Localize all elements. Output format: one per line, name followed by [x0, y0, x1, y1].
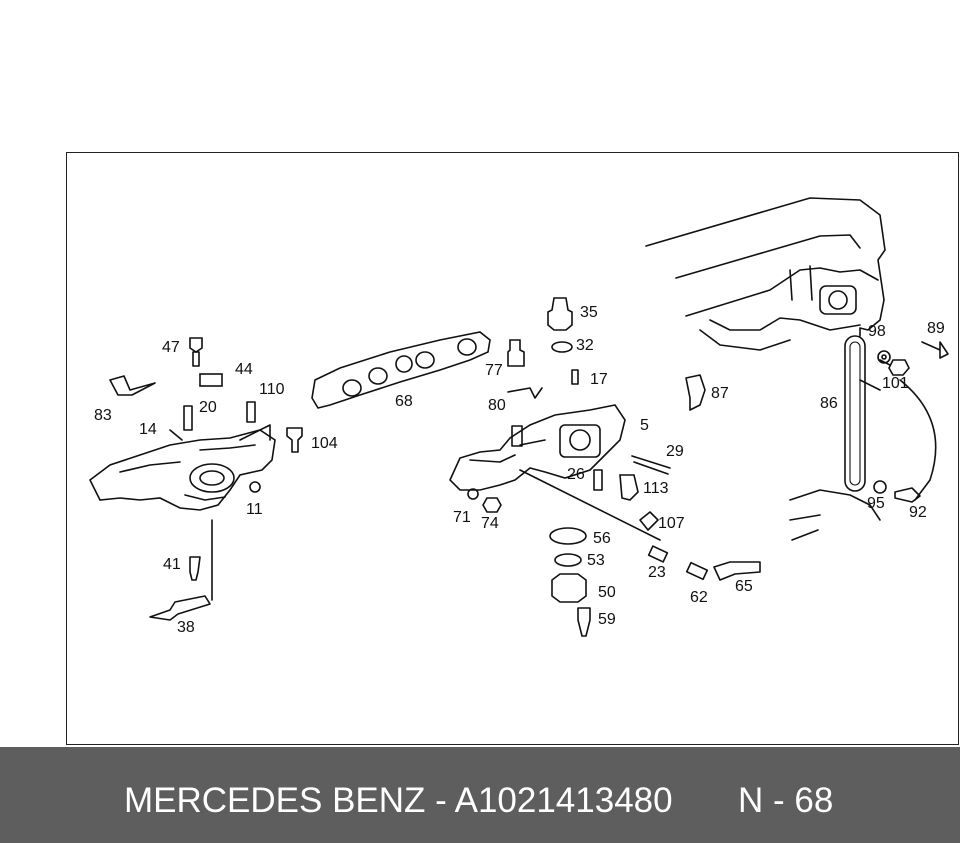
bolt-icon	[189, 556, 201, 581]
label-part-53: 53	[587, 552, 605, 569]
label-part-26: 26	[567, 466, 585, 483]
label-part-86: 86	[820, 395, 838, 412]
label-part-89: 89	[927, 320, 945, 337]
label-part-56: 56	[593, 530, 611, 547]
label-part-101: 101	[882, 375, 909, 392]
footer-title: MERCEDES BENZ - A1021413480	[124, 781, 673, 820]
exhaust-manifold-icon	[88, 424, 276, 601]
gasket-icon	[311, 331, 491, 409]
bolt-icon	[894, 487, 921, 503]
tube-icon	[713, 561, 761, 581]
belt-icon	[844, 335, 866, 492]
label-part-74: 74	[481, 515, 499, 532]
label-part-44: 44	[235, 361, 253, 378]
label-part-92: 92	[909, 504, 927, 521]
footer-bar: MERCEDES BENZ - A1021413480 N - 68	[0, 747, 960, 843]
label-part-35: 35	[580, 304, 598, 321]
label-part-83: 83	[94, 407, 112, 424]
label-part-71: 71	[453, 509, 471, 526]
label-part-38: 38	[177, 619, 195, 636]
label-part-41: 41	[163, 556, 181, 573]
bolt-icon	[577, 607, 591, 637]
label-part-17: 17	[590, 371, 608, 388]
label-part-11: 11	[246, 501, 263, 518]
label-part-14: 14	[139, 421, 157, 438]
label-part-87: 87	[711, 385, 729, 402]
label-part-77: 77	[485, 362, 503, 379]
label-part-95: 95	[867, 495, 885, 512]
label-part-104: 104	[311, 435, 338, 452]
sensor-icon	[189, 337, 203, 353]
nut-icon	[888, 359, 910, 376]
label-part-68: 68	[395, 393, 413, 410]
label-part-29: 29	[666, 443, 684, 460]
bolt-icon	[921, 341, 949, 359]
label-part-5: 5	[640, 417, 649, 434]
label-part-23: 23	[648, 564, 666, 581]
footer-reference: N - 68	[738, 781, 834, 820]
label-part-62: 62	[690, 589, 708, 606]
engine-block-icon	[645, 197, 937, 541]
exhaust-manifold-icon	[449, 404, 661, 541]
label-part-110: 110	[259, 381, 285, 398]
label-part-50: 50	[598, 584, 616, 601]
label-part-65: 65	[735, 578, 753, 595]
sensor-icon	[547, 297, 573, 331]
washer-icon	[877, 350, 891, 364]
bolt-icon	[286, 427, 303, 453]
label-part-80: 80	[488, 397, 506, 414]
label-part-107: 107	[658, 515, 685, 532]
sensor-icon	[149, 595, 211, 621]
label-part-113: 113	[643, 480, 669, 497]
label-part-59: 59	[598, 611, 616, 628]
label-part-32: 32	[576, 337, 594, 354]
label-part-20: 20	[199, 399, 217, 416]
label-part-47: 47	[162, 339, 180, 356]
label-part-98: 98	[868, 323, 886, 340]
